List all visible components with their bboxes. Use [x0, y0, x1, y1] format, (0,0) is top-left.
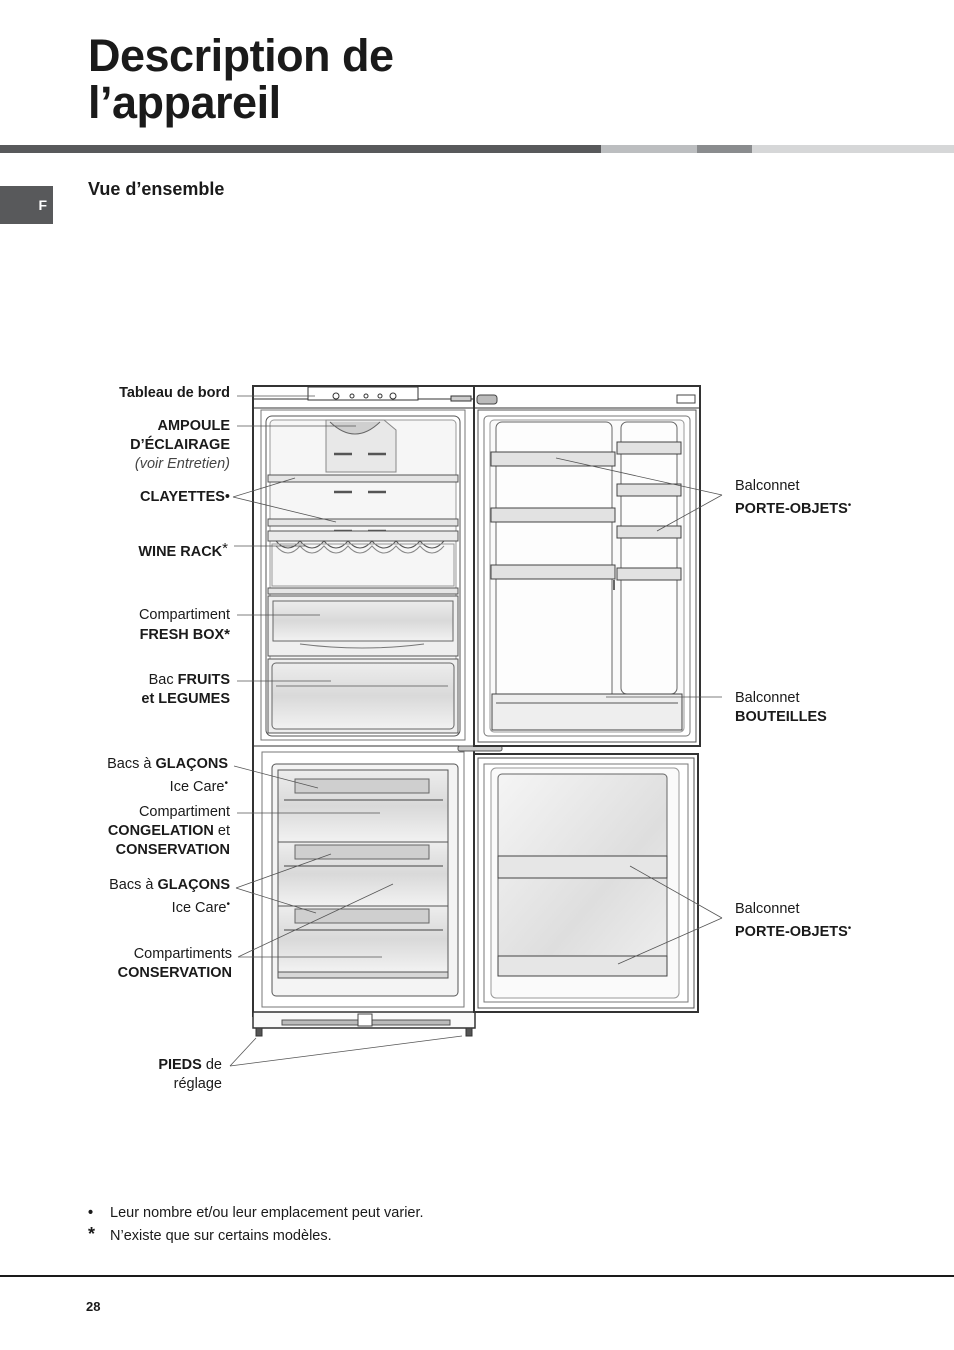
label-balconnet-freezer-line2: PORTE-OBJETS•: [735, 919, 851, 942]
label-wine-rack-text: WINE RACK: [138, 544, 223, 560]
label-glacons-top-line2: Ice Care•: [107, 774, 228, 797]
label-fruits-legumes: Bac FRUITS et LEGUMES: [141, 671, 230, 709]
label-tableau-de-bord: Tableau de bord: [119, 384, 230, 403]
label-glacons-top: Bacs à GLAÇONS Ice Care•: [107, 755, 228, 797]
label-fruits-line2: et LEGUMES: [141, 690, 230, 709]
label-eclairage-word: D’ÉCLAIRAGE: [130, 437, 230, 453]
page-title-line1: Description de: [88, 30, 394, 81]
label-bouteilles-line2: BOUTEILLES: [735, 708, 827, 727]
label-pieds: PIEDS de réglage: [158, 1056, 222, 1094]
label-pieds-word: PIEDS: [158, 1057, 202, 1073]
label-balconnet-top-line1: Balconnet: [735, 478, 800, 494]
label-ampoule-line3: (voir Entretien): [130, 455, 230, 474]
label-conservation-word: CONSERVATION: [117, 965, 232, 981]
label-glacons-top-line1: Bacs à GLAÇONS: [107, 755, 228, 774]
label-congelation-word: CONGELATION: [107, 823, 214, 839]
label-bacs-word: Bacs à: [107, 756, 156, 772]
header-bar-light: [601, 145, 697, 153]
bullet-mark: •: [224, 778, 228, 789]
label-de-word: de: [201, 1057, 222, 1073]
label-balconnet-top: Balconnet PORTE-OBJETS•: [735, 477, 851, 519]
fridge-upper-door: [473, 385, 701, 747]
bullet-mark: •: [847, 923, 852, 934]
label-fresh-box-line2: FRESH BOX*: [139, 625, 230, 645]
bullet-mark: •: [226, 899, 230, 910]
label-congelation-line2: CONGELATION et: [108, 822, 230, 841]
label-glacons-word: GLAÇONS: [157, 877, 231, 893]
label-ice-care: Ice Care: [171, 900, 227, 916]
label-porte-objets-word: PORTE-OBJETS: [735, 501, 848, 517]
label-congelation: Compartiment CONGELATION et CONSERVATION: [108, 803, 230, 860]
label-congelation-line3: CONSERVATION: [108, 841, 230, 860]
leader-lines: [229, 395, 723, 1067]
label-bouteilles-word: BOUTEILLES: [735, 709, 827, 725]
asterisk-mark: *: [222, 540, 228, 557]
label-et-word: et: [213, 823, 230, 839]
label-ampoule: AMPOULE D’ÉCLAIRAGE (voir Entretien): [130, 417, 230, 474]
label-conservation: Compartiments CONSERVATION: [118, 945, 232, 983]
page-title: Description de l’appareil: [88, 32, 394, 126]
label-porte-objets-word: PORTE-OBJETS: [735, 924, 848, 940]
label-glacons-bottom: Bacs à GLAÇONS Ice Care•: [109, 876, 230, 918]
label-congelation-line1: Compartiment: [138, 804, 230, 820]
header-bar-pale: [752, 145, 954, 153]
label-bouteilles: Balconnet BOUTEILLES: [735, 689, 827, 727]
label-pieds-line2: réglage: [173, 1076, 222, 1092]
footnote-bullet-symbol: •: [88, 1205, 94, 1221]
footnote-asterisk-text: N’existe que sur certains modèles.: [110, 1228, 332, 1244]
label-balconnet-top-line2: PORTE-OBJETS•: [735, 496, 851, 519]
label-glacons-word: GLAÇONS: [155, 756, 229, 772]
label-clayettes-text: CLAYETTES: [140, 489, 225, 505]
page-title-line2: l’appareil: [88, 77, 281, 128]
language-tab-label: F: [38, 197, 47, 213]
label-ampoule-line2: D’ÉCLAIRAGE: [130, 436, 230, 455]
label-conservation-word: CONSERVATION: [115, 842, 230, 858]
label-bac-word: Bac: [148, 672, 178, 688]
label-conservation-line2: CONSERVATION: [118, 964, 232, 983]
label-fresh-box: Compartiment FRESH BOX*: [139, 606, 230, 645]
label-legumes-word: et LEGUMES: [141, 691, 230, 707]
label-clayettes: CLAYETTES•: [140, 488, 230, 507]
fridge-cabinet: [252, 385, 503, 1037]
header-bar-dark: [0, 145, 601, 153]
label-tableau-text: Tableau de bord: [119, 385, 230, 401]
section-title: Vue d’ensemble: [88, 179, 225, 199]
bullet-mark: •: [847, 500, 852, 511]
label-wine-rack: WINE RACK*: [138, 539, 228, 562]
label-ampoule-line1: AMPOULE: [130, 417, 231, 436]
asterisk-mark: *: [224, 626, 230, 643]
language-tab: F: [0, 186, 53, 224]
label-ice-care: Ice Care: [169, 779, 225, 795]
label-fresh-box-word: FRESH BOX: [139, 627, 225, 643]
footnote-bullet-text: Leur nombre et/ou leur emplacement peut …: [110, 1205, 424, 1221]
footer-rule: [0, 1275, 954, 1277]
label-conservation-line1: Compartiments: [133, 946, 232, 962]
label-glacons-bottom-line2: Ice Care•: [109, 895, 230, 918]
label-ampoule-word: AMPOULE: [157, 418, 231, 434]
footnote-asterisk: * N’existe que sur certains modèles.: [88, 1224, 332, 1245]
label-fruits-word: FRUITS: [177, 672, 230, 688]
bullet-mark: •: [224, 489, 230, 505]
label-fresh-box-line1: Compartiment: [138, 607, 230, 623]
label-bacs-word: Bacs à: [109, 877, 158, 893]
page-number: 28: [86, 1299, 101, 1314]
footnote-asterisk-symbol: *: [88, 1224, 96, 1244]
label-balconnet-freezer-line1: Balconnet: [735, 901, 800, 917]
label-bouteilles-line1: Balconnet: [735, 690, 800, 706]
header-bar-mid: [697, 145, 752, 153]
label-glacons-bottom-line1: Bacs à GLAÇONS: [109, 876, 230, 895]
label-balconnet-freezer: Balconnet PORTE-OBJETS•: [735, 900, 851, 942]
label-fruits-line1: Bac FRUITS: [141, 671, 230, 690]
footnote-bullet: • Leur nombre et/ou leur emplacement peut…: [88, 1205, 424, 1221]
label-voir-entretien: (voir Entretien): [134, 456, 230, 472]
freezer-door: [473, 753, 699, 1013]
label-pieds-line1: PIEDS de: [158, 1056, 222, 1075]
